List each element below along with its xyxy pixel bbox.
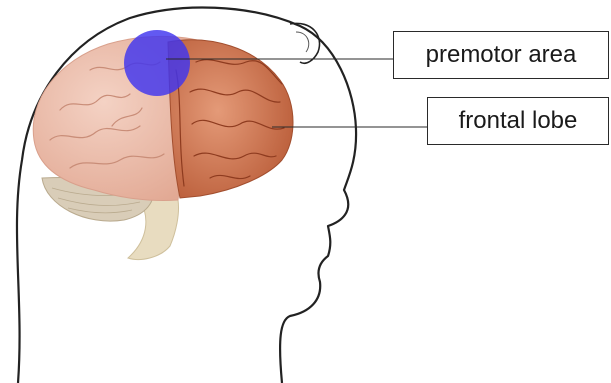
frontal-lobe-label: frontal lobe <box>427 97 609 145</box>
ear-inner <box>296 32 309 52</box>
premotor-highlight-marker <box>124 30 190 96</box>
premotor-area-label: premotor area <box>393 31 609 79</box>
